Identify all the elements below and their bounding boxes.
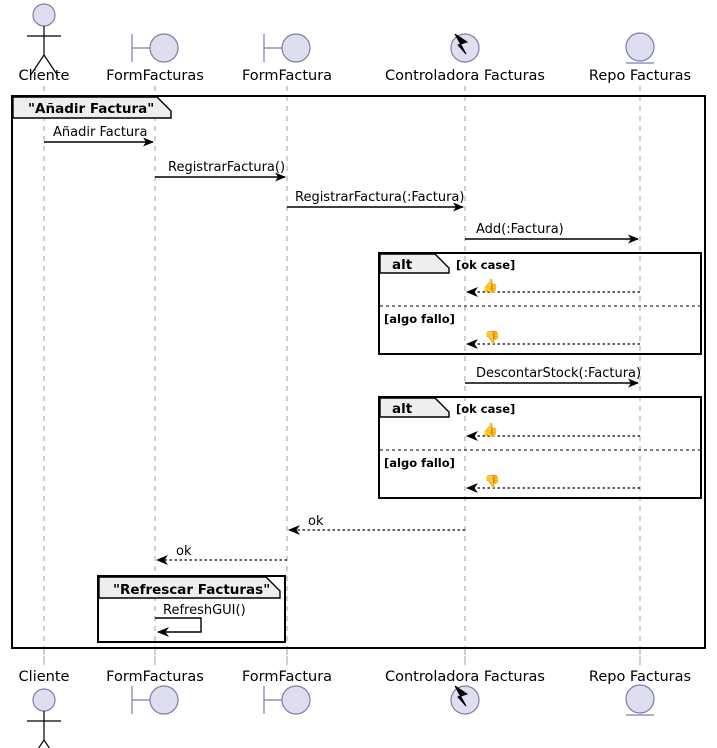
participant-foot-cliente[interactable]: Cliente [19,669,70,748]
participant-foot-formfactura[interactable]: FormFactura [242,669,332,715]
message-anadir-factura[interactable]: Añadir Factura [44,125,154,147]
participant-label-repo: Repo Facturas [589,68,691,84]
fragment-refrescar-facturas[interactable]: "Refrescar Facturas" [97,575,286,643]
participant-label-formfactura: FormFactura [242,68,332,84]
fragment-title-anadir-factura: "Añadir Factura" [28,101,154,117]
message-return-thumbs-down-2[interactable]: 👎 [466,474,640,493]
participant-label-controladora: Controladora Facturas [385,68,545,84]
participant-foot-repo[interactable]: Repo Facturas [589,669,691,716]
fragment-title-alt-1: alt [392,257,413,273]
participant-label-cliente: Cliente [19,68,70,84]
participant-head-formfactura[interactable]: FormFactura [242,33,332,84]
fragment-title-refrescar-facturas: "Refrescar Facturas" [113,582,270,598]
fragment-title-alt-2: alt [392,401,413,417]
participant-label-formfacturas: FormFacturas [106,68,204,84]
participant-foot-label-cliente: Cliente [19,669,70,685]
message-return-thumbs-up-1[interactable]: 👍 [466,278,640,297]
message-label-thumbs-down-icon: 👎 [484,330,500,346]
participant-foot-label-repo: Repo Facturas [589,669,691,685]
message-label-descontarstock: DescontarStock(:Factura) [476,366,641,381]
participant-foot-label-controladora: Controladora Facturas [385,669,545,685]
participant-head-controladora[interactable]: Controladora Facturas [385,33,545,84]
fragment-alt-1[interactable]: alt [ok case] [algo fallo] [378,252,702,355]
message-label-thumbs-up-icon-2: 👍 [482,422,498,438]
message-label-ok-1: ok [308,514,324,529]
message-label-thumbs-down-icon-2: 👎 [484,474,500,490]
participant-foot-controladora[interactable]: Controladora Facturas [385,669,545,715]
message-descontarstock[interactable]: DescontarStock(:Factura) [465,366,641,388]
message-label-add-factura: Add(:Factura) [476,222,564,237]
message-refreshgui-self[interactable]: RefreshGUI() [155,603,246,637]
fragment-alt-2[interactable]: alt [ok case] [algo fallo] [378,396,702,499]
message-label-registrarfactura-factura: RegistrarFactura(:Factura) [295,190,464,205]
message-ok-formfactura-formfacturas[interactable]: ok [156,544,287,565]
message-return-thumbs-up-2[interactable]: 👍 [466,422,640,441]
message-return-thumbs-down-1[interactable]: 👎 [466,330,640,349]
fragment-guard-alt-1-fail: [algo fallo] [384,312,455,326]
message-label-thumbs-up-icon: 👍 [482,278,498,294]
fragment-guard-alt-2-fail: [algo fallo] [384,456,455,470]
message-registrarfactura[interactable]: RegistrarFactura() [155,160,286,182]
message-ok-controladora-formfactura[interactable]: ok [288,514,465,535]
lifeline-stubs-bottom [43,650,641,668]
participant-head-formfacturas[interactable]: FormFacturas [106,33,204,84]
message-label-registrarfactura: RegistrarFactura() [168,160,285,175]
fragment-guard-alt-2-ok: [ok case] [456,402,515,416]
participant-foot-formfacturas[interactable]: FormFacturas [106,669,204,715]
participant-foot-label-formfacturas: FormFacturas [106,669,204,685]
message-label-refreshgui: RefreshGUI() [163,603,246,618]
message-label-ok-2: ok [176,544,192,559]
participant-foot-label-formfactura: FormFactura [242,669,332,685]
participant-head-repo[interactable]: Repo Facturas [589,32,691,84]
message-registrarfactura-factura[interactable]: RegistrarFactura(:Factura) [287,190,464,212]
participant-head-cliente[interactable]: Cliente [19,3,70,84]
fragment-guard-alt-1-ok: [ok case] [456,258,515,272]
message-label-anadir-factura: Añadir Factura [53,125,148,140]
fragment-anadir-factura[interactable]: "Añadir Factura" [11,95,706,649]
message-add-factura[interactable]: Add(:Factura) [465,222,639,244]
